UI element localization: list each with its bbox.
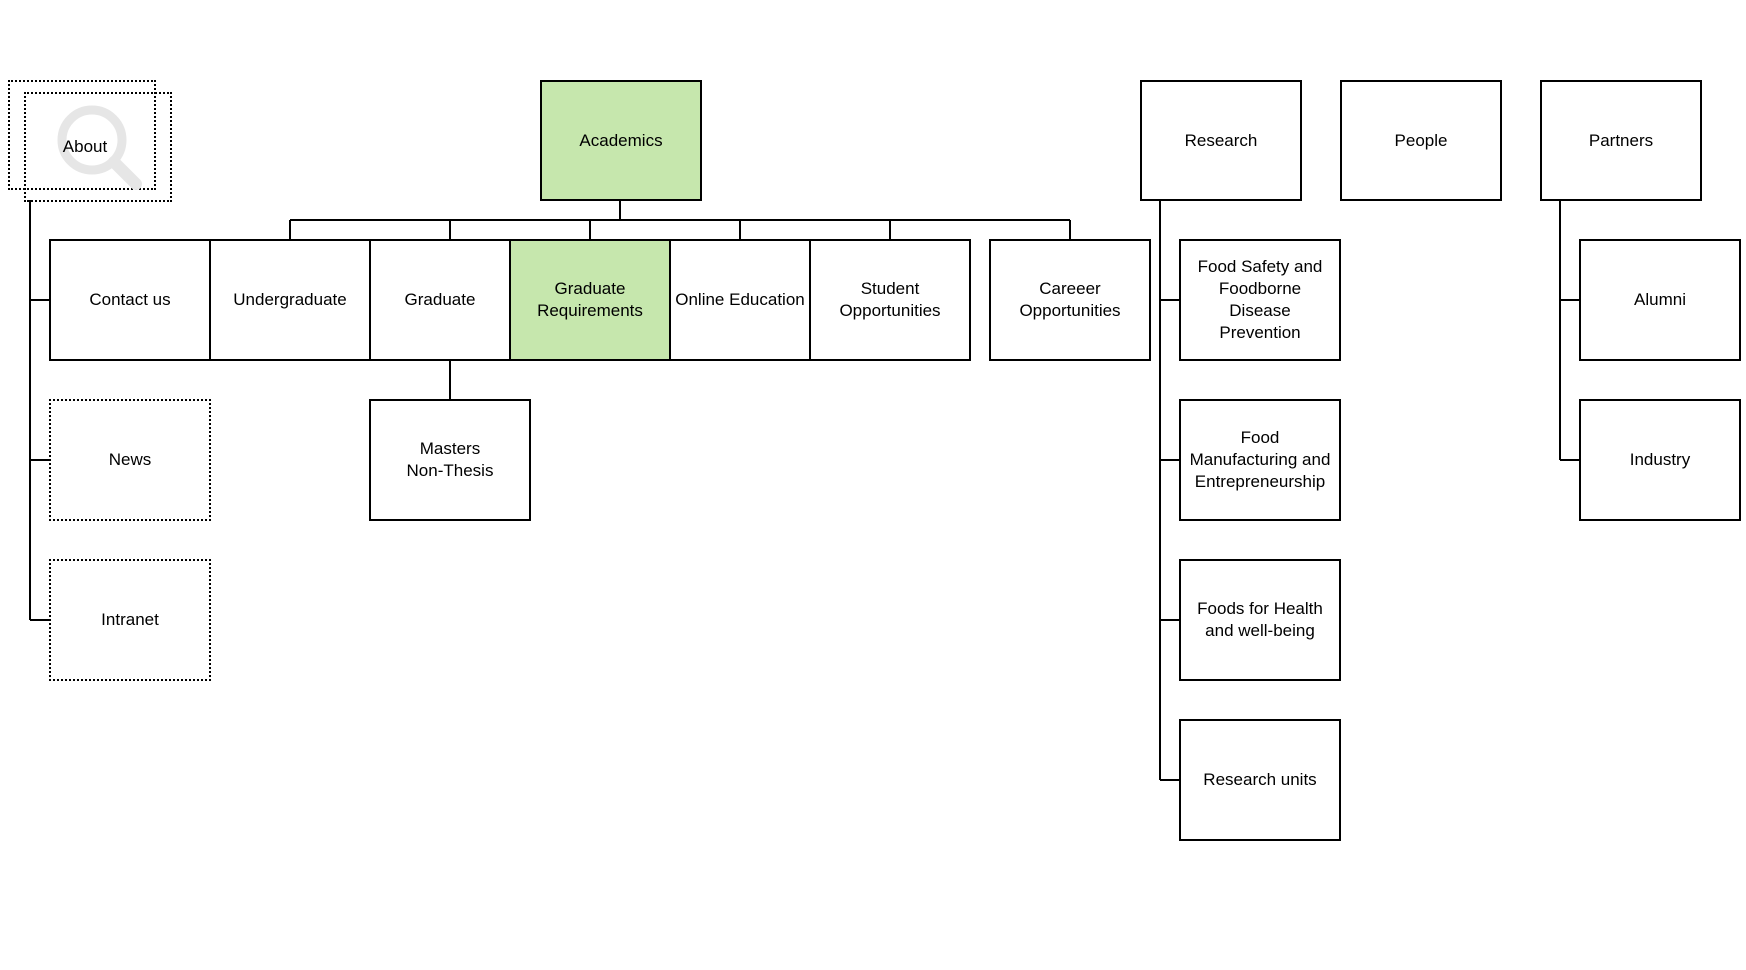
page-graduate[interactable]: Graduate xyxy=(369,239,511,361)
page-graduate-label: Graduate xyxy=(404,290,476,309)
page-online-education-label: Online Education xyxy=(675,290,805,309)
partners-branch-lines xyxy=(1560,299,1580,461)
page-contact-us[interactable]: Contact us xyxy=(49,239,211,361)
page-news-label: News xyxy=(108,450,152,469)
page-industry[interactable]: Industry xyxy=(1579,399,1741,521)
page-graduate-requirements[interactable]: Graduate Requirements xyxy=(509,239,671,361)
page-intranet-label: Intranet xyxy=(101,610,159,629)
nav-partners-label: Partners xyxy=(1588,130,1654,150)
page-contact-us-label: Contact us xyxy=(89,290,171,309)
page-industry-label: Industry xyxy=(1629,450,1691,469)
page-food-manufacturing[interactable]: Food Manufacturing and Entrepreneurship xyxy=(1179,399,1341,521)
page-undergraduate[interactable]: Undergraduate xyxy=(209,239,371,361)
nav-partners[interactable]: Partners xyxy=(1540,80,1702,201)
page-masters-non-thesis-label: Masters Non-Thesis xyxy=(406,439,494,480)
page-masters-non-thesis[interactable]: Masters Non-Thesis xyxy=(369,399,531,521)
research-branch-lines xyxy=(1160,299,1180,781)
nav-about[interactable]: About xyxy=(24,92,172,202)
nav-academics-label: Academics xyxy=(579,130,663,150)
page-undergraduate-label: Undergraduate xyxy=(233,290,347,309)
nav-people[interactable]: People xyxy=(1340,80,1502,201)
magnifier-icon xyxy=(57,105,142,190)
page-foods-for-health[interactable]: Foods for Health and well-being xyxy=(1179,559,1341,681)
page-graduate-requirements-label: Graduate Requirements xyxy=(537,279,643,320)
nav-people-label: People xyxy=(1394,130,1448,150)
page-foods-for-health-label: Foods for Health and well-being xyxy=(1197,599,1323,640)
page-research-units-label: Research units xyxy=(1203,770,1317,789)
page-food-safety[interactable]: Food Safety and Foodborne Disease Preven… xyxy=(1179,239,1341,361)
page-online-education[interactable]: Online Education xyxy=(669,239,811,361)
nav-about-label: About xyxy=(62,137,108,156)
page-career-opportunities[interactable]: Careeer Opportunities xyxy=(989,239,1151,361)
page-alumni-label: Alumni xyxy=(1634,290,1686,309)
nav-academics[interactable]: Academics xyxy=(540,80,702,201)
page-alumni[interactable]: Alumni xyxy=(1579,239,1741,361)
page-news[interactable]: News xyxy=(49,399,211,521)
nav-research[interactable]: Research xyxy=(1140,80,1302,201)
page-research-units[interactable]: Research units xyxy=(1179,719,1341,841)
page-intranet[interactable]: Intranet xyxy=(49,559,211,681)
page-student-opportunities-label: Student Opportunities xyxy=(839,279,941,320)
about-branch-lines xyxy=(30,299,50,621)
page-career-opportunities-label: Careeer Opportunities xyxy=(1019,279,1121,320)
nav-research-label: Research xyxy=(1184,130,1258,150)
page-student-opportunities[interactable]: Student Opportunities xyxy=(809,239,971,361)
page-food-safety-label: Food Safety and Foodborne Disease Preven… xyxy=(1197,257,1323,342)
page-food-manufacturing-label: Food Manufacturing and Entrepreneurship xyxy=(1189,428,1331,491)
academics-drop-lines xyxy=(289,220,1071,240)
about-ghost-frame xyxy=(8,80,156,190)
